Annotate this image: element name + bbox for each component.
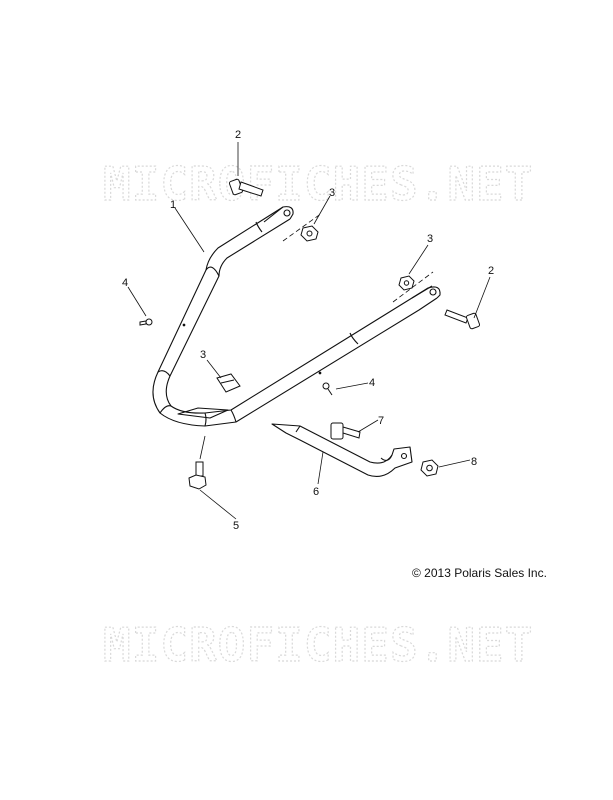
rivet-4-center [322,382,333,396]
bolt-7 [330,422,361,440]
rivet-4-left [139,318,153,326]
callout-5: 5 [233,520,239,532]
nut-3-right [398,275,415,291]
bumper-tube [152,206,441,427]
callout-4-center: 4 [369,377,375,389]
callout-3-top: 3 [329,187,335,199]
bolt-2-right [444,309,481,330]
assembly-lines [282,212,434,303]
callout-8: 8 [471,456,477,468]
callout-7: 7 [378,415,384,427]
callout-3-right: 3 [427,233,433,245]
leader-lines [127,142,491,520]
callout-6: 6 [313,486,319,498]
watermark-bottom: MICROFICHES.NET [103,618,533,672]
nut-8 [420,459,439,477]
watermark-top: MICROFICHES.NET [103,157,533,211]
callout-4-left: 4 [122,277,128,289]
callout-2-top: 2 [235,129,241,141]
nut-3-top [300,225,319,242]
callout-3-center: 3 [200,349,206,361]
clip-nut-3-center [216,373,241,393]
callout-2-right: 2 [488,265,494,277]
copyright-notice: © 2013 Polaris Sales Inc. [412,566,547,580]
bolt-5 [188,461,207,490]
callout-1: 1 [170,199,176,211]
lower-guard [271,423,413,477]
bolt-2-top [228,178,264,197]
